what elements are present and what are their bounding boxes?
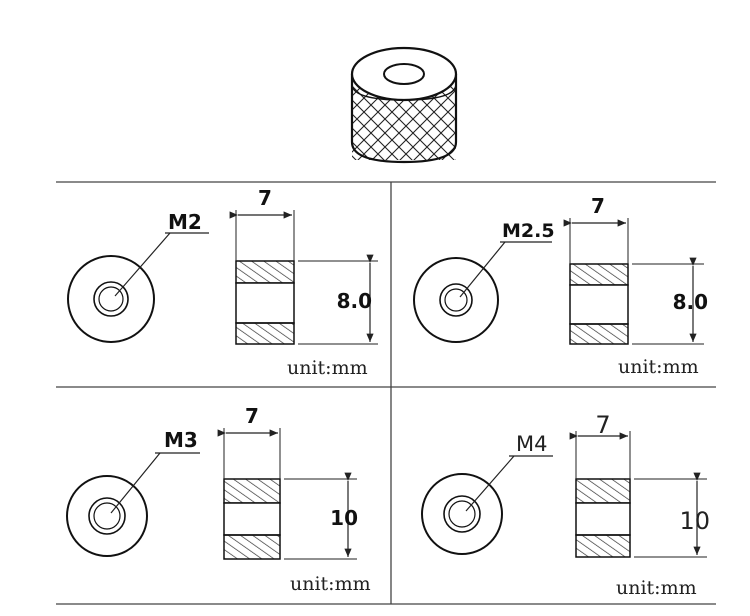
width-dimension: 7 xyxy=(595,411,610,439)
unit-label: unit:mm xyxy=(616,577,697,599)
height-dimension: 8.0 xyxy=(337,289,372,313)
knurled-nut-illustration xyxy=(350,46,458,164)
panel-m3: M3 7 10 unit:mm xyxy=(66,404,371,595)
width-dimension: 7 xyxy=(245,404,259,428)
panel-m2: M2 7 8.0 unit:mm xyxy=(67,186,378,379)
panel-m2-5: M2.5 7 8.0 unit:mm xyxy=(413,194,708,378)
panel-m4: M4 7 10 unit:mm xyxy=(421,411,710,599)
thread-label: M4 xyxy=(516,432,547,456)
thread-label: M3 xyxy=(164,428,198,452)
unit-label: unit:mm xyxy=(618,356,699,378)
width-dimension: 7 xyxy=(591,194,605,218)
unit-label: unit:mm xyxy=(287,357,368,379)
height-dimension: 8.0 xyxy=(673,290,708,314)
width-dimension: 7 xyxy=(258,186,272,210)
panel-grid xyxy=(56,181,716,605)
thread-label: M2 xyxy=(168,210,202,234)
unit-label: unit:mm xyxy=(290,573,371,595)
height-dimension: 10 xyxy=(679,507,710,535)
thread-label: M2.5 xyxy=(502,220,555,242)
height-dimension: 10 xyxy=(330,506,358,530)
